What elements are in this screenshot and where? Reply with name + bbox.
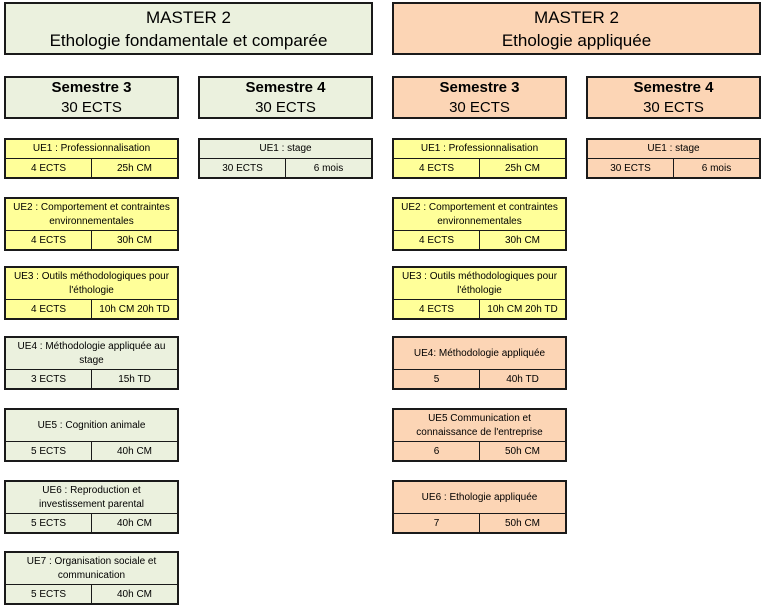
ue-card-fond-s3-ue3: UE3 : Outils méthodologiques pour l'étho… [4, 266, 179, 320]
ue-title: UE3 : Outils méthodologiques pour l'étho… [6, 268, 177, 300]
master-header-fondamentale: MASTER 2 Ethologie fondamentale et compa… [4, 2, 373, 55]
ue-card-app-s3-ue4: UE4: Méthodologie appliquée 5 40h TD [392, 336, 567, 390]
ue-ects: 6 [433, 445, 440, 457]
ue-hours: 30h CM [479, 231, 565, 249]
ue-title: UE2 : Comportement et contraintes enviro… [394, 199, 565, 231]
semester-ects: 30 ECTS [61, 98, 122, 116]
ue-title: UE1 : Professionnalisation [394, 140, 565, 159]
ue-hours: 25h CM [91, 159, 177, 177]
semester-header-app-s4: Semestre 4 30 ECTS [586, 76, 761, 119]
ue-ects: 4 ECTS [418, 234, 454, 246]
ue-hours: 40h CM [91, 442, 177, 460]
ue-hours: 40h CM [91, 514, 177, 532]
ue-title: UE5 Communication et connaissance de l'e… [394, 410, 565, 442]
ue-title: UE5 : Cognition animale [6, 410, 177, 442]
ue-card-fond-s3-ue4: UE4 : Méthodologie appliquée au stage 3 … [4, 336, 179, 390]
ue-card-fond-s3-ue6: UE6 : Reproduction et investissement par… [4, 480, 179, 534]
master-subtitle: Ethologie appliquée [501, 30, 652, 50]
ue-hours: 50h CM [479, 442, 565, 460]
ue-ects: 4 ECTS [418, 303, 454, 315]
ue-ects: 4 ECTS [30, 162, 66, 174]
ue-title: UE2 : Comportement et contraintes enviro… [6, 199, 177, 231]
ue-hours: 30h CM [91, 231, 177, 249]
ue-card-app-s3-ue1: UE1 : Professionnalisation 4 ECTS 25h CM [392, 138, 567, 179]
ue-ects: 5 ECTS [30, 517, 66, 529]
ue-card-fond-s3-ue7: UE7 : Organisation sociale et communicat… [4, 551, 179, 605]
ue-title: UE3 : Outils méthodologiques pour l'étho… [394, 268, 565, 300]
ue-hours: 40h CM [91, 585, 177, 603]
ue-ects: 30 ECTS [610, 162, 651, 174]
ue-ects: 30 ECTS [222, 162, 263, 174]
ue-ects: 5 ECTS [30, 445, 66, 457]
ue-ects: 4 ECTS [30, 234, 66, 246]
ue-card-fond-s3-ue2: UE2 : Comportement et contraintes enviro… [4, 197, 179, 251]
ue-title: UE1 : Professionnalisation [6, 140, 177, 159]
semester-name: Semestre 4 [245, 78, 326, 96]
semester-header-fond-s4: Semestre 4 30 ECTS [198, 76, 373, 119]
ue-title: UE1 : stage [200, 140, 371, 159]
ue-ects: 5 [433, 373, 440, 385]
ue-card-app-s3-ue2: UE2 : Comportement et contraintes enviro… [392, 197, 567, 251]
master-title: MASTER 2 [145, 7, 232, 27]
semester-header-fond-s3: Semestre 3 30 ECTS [4, 76, 179, 119]
ue-hours: 25h CM [479, 159, 565, 177]
ue-card-fond-s3-ue5: UE5 : Cognition animale 5 ECTS 40h CM [4, 408, 179, 462]
ue-ects: 3 ECTS [30, 373, 66, 385]
semester-header-app-s3: Semestre 3 30 ECTS [392, 76, 567, 119]
semester-ects: 30 ECTS [643, 98, 704, 116]
ue-card-app-s3-ue6: UE6 : Ethologie appliquée 7 50h CM [392, 480, 567, 534]
semester-name: Semestre 4 [633, 78, 714, 96]
ue-hours: 6 mois [285, 159, 371, 177]
ue-title: UE4 : Méthodologie appliquée au stage [6, 338, 177, 370]
ue-ects: 4 ECTS [30, 303, 66, 315]
ue-card-app-s3-ue5: UE5 Communication et connaissance de l'e… [392, 408, 567, 462]
ue-title: UE6 : Reproduction et investissement par… [6, 482, 177, 514]
master-header-appliquee: MASTER 2 Ethologie appliquée [392, 2, 761, 55]
semester-name: Semestre 3 [51, 78, 132, 96]
ue-hours: 15h TD [91, 370, 177, 388]
ue-ects: 7 [433, 517, 440, 529]
ue-ects: 4 ECTS [418, 162, 454, 174]
ue-ects: 5 ECTS [30, 588, 66, 600]
ue-hours: 50h CM [479, 514, 565, 532]
ue-hours: 10h CM 20h TD [91, 300, 177, 318]
master-subtitle: Ethologie fondamentale et comparée [49, 30, 328, 50]
ue-card-app-s4-ue1: UE1 : stage 30 ECTS 6 mois [586, 138, 761, 179]
ue-title: UE4: Méthodologie appliquée [394, 338, 565, 370]
ue-card-fond-s4-ue1: UE1 : stage 30 ECTS 6 mois [198, 138, 373, 179]
semester-ects: 30 ECTS [255, 98, 316, 116]
semester-name: Semestre 3 [439, 78, 520, 96]
ue-title: UE1 : stage [588, 140, 759, 159]
semester-ects: 30 ECTS [449, 98, 510, 116]
ue-hours: 6 mois [673, 159, 759, 177]
ue-title: UE6 : Ethologie appliquée [394, 482, 565, 514]
ue-card-fond-s3-ue1: UE1 : Professionnalisation 4 ECTS 25h CM [4, 138, 179, 179]
ue-hours: 10h CM 20h TD [479, 300, 565, 318]
ue-hours: 40h TD [479, 370, 565, 388]
ue-title: UE7 : Organisation sociale et communicat… [6, 553, 177, 585]
master-title: MASTER 2 [533, 7, 620, 27]
ue-card-app-s3-ue3: UE3 : Outils méthodologiques pour l'étho… [392, 266, 567, 320]
